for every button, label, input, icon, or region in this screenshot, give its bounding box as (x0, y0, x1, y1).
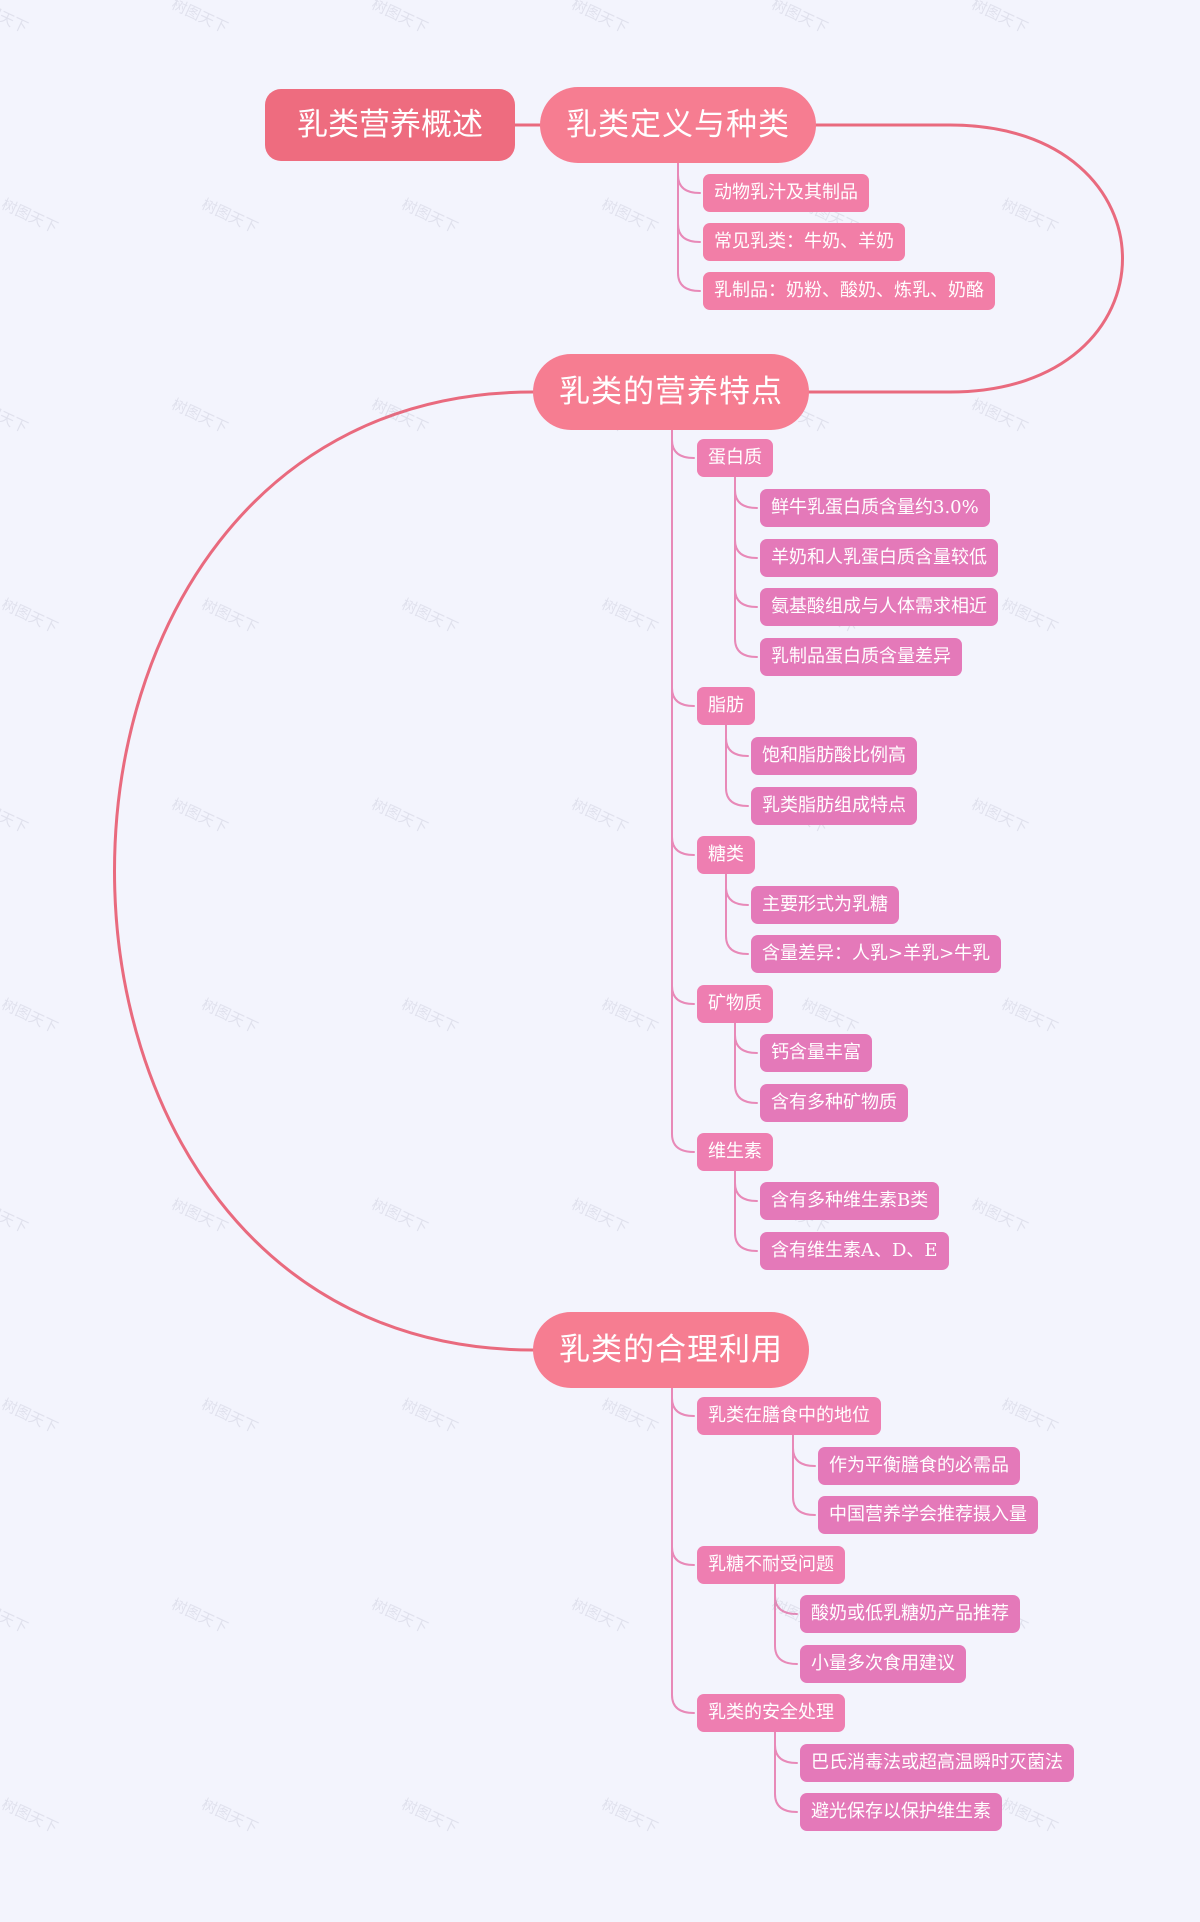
connector-line (671, 836, 695, 856)
connector-line (774, 1744, 798, 1764)
leaf-node[interactable]: 作为平衡膳食的必需品 (818, 1447, 1020, 1485)
connector-line (671, 687, 695, 707)
connector-line (734, 476, 758, 658)
leaf-node[interactable]: 主要形式为乳糖 (751, 886, 899, 924)
subtopic-node[interactable]: 乳类在膳食中的地位 (697, 1397, 881, 1435)
leaf-node[interactable]: 乳类脂肪组成特点 (751, 787, 917, 825)
connector-line (677, 162, 701, 292)
subtopic-node[interactable]: 维生素 (697, 1133, 773, 1171)
branch-topic-1[interactable]: 乳类定义与种类 (540, 87, 816, 163)
connector-line (734, 1170, 758, 1252)
connector-line (725, 724, 749, 807)
connector-line (734, 1182, 758, 1202)
connector-line (671, 1397, 695, 1417)
leaf-node[interactable]: 饱和脂肪酸比例高 (751, 737, 917, 775)
connector-line (734, 489, 758, 509)
connector-line (774, 1595, 798, 1615)
leaf-node[interactable]: 乳制品蛋白质含量差异 (760, 638, 962, 676)
connector-line (671, 1387, 695, 1714)
subtopic-item[interactable]: 常见乳类：牛奶、羊奶 (703, 223, 905, 261)
connector-line (677, 174, 701, 194)
branch-topic-3[interactable]: 乳类的合理利用 (533, 1312, 809, 1388)
subtopic-node[interactable]: 矿物质 (697, 985, 773, 1023)
leaf-node[interactable]: 含有维生素A、D、E (760, 1232, 949, 1270)
branch-topic-2[interactable]: 乳类的营养特点 (533, 354, 809, 430)
leaf-node[interactable]: 鲜牛乳蛋白质含量约3.0% (760, 489, 990, 527)
connector-line (734, 539, 758, 559)
connector-line (671, 429, 695, 1153)
subtopic-node[interactable]: 脂肪 (697, 687, 755, 725)
connector-line (671, 439, 695, 459)
connector-line (725, 737, 749, 757)
subtopic-item[interactable]: 乳制品：奶粉、酸奶、炼乳、奶酪 (703, 272, 995, 310)
leaf-node[interactable]: 含量差异：人乳>羊乳>牛乳 (751, 935, 1002, 973)
leaf-node[interactable]: 钙含量丰富 (760, 1034, 872, 1072)
connector-line (803, 123, 1124, 394)
connector-line (734, 1034, 758, 1054)
subtopic-node[interactable]: 乳糖不耐受问题 (697, 1546, 845, 1584)
leaf-node[interactable]: 酸奶或低乳糖奶产品推荐 (800, 1595, 1020, 1633)
leaf-node[interactable]: 中国营养学会推荐摄入量 (818, 1496, 1038, 1534)
root-topic[interactable]: 乳类营养概述 (265, 89, 515, 161)
connector-line (725, 886, 749, 906)
connector-line (671, 1546, 695, 1566)
connector-line (734, 1022, 758, 1104)
subtopic-node[interactable]: 蛋白质 (697, 439, 773, 477)
leaf-node[interactable]: 氨基酸组成与人体需求相近 (760, 588, 998, 626)
subtopic-node[interactable]: 糖类 (697, 836, 755, 874)
connector-line (774, 1583, 798, 1665)
leaf-node[interactable]: 巴氏消毒法或超高温瞬时灭菌法 (800, 1744, 1074, 1782)
leaf-node[interactable]: 羊奶和人乳蛋白质含量较低 (760, 539, 998, 577)
connector-line (792, 1434, 816, 1516)
connector-line (671, 985, 695, 1005)
subtopic-node[interactable]: 乳类的安全处理 (697, 1694, 845, 1732)
leaf-node[interactable]: 避光保存以保护维生素 (800, 1793, 1002, 1831)
connector-line (725, 873, 749, 955)
connector-line (734, 588, 758, 608)
connector-line (774, 1731, 798, 1813)
subtopic-item[interactable]: 动物乳汁及其制品 (703, 174, 869, 212)
connector-line (677, 223, 701, 243)
leaf-node[interactable]: 小量多次食用建议 (800, 1645, 966, 1683)
leaf-node[interactable]: 含有多种维生素B类 (760, 1182, 940, 1220)
leaf-node[interactable]: 含有多种矿物质 (760, 1084, 908, 1122)
connector-line (113, 390, 535, 1352)
connector-line (792, 1447, 816, 1467)
